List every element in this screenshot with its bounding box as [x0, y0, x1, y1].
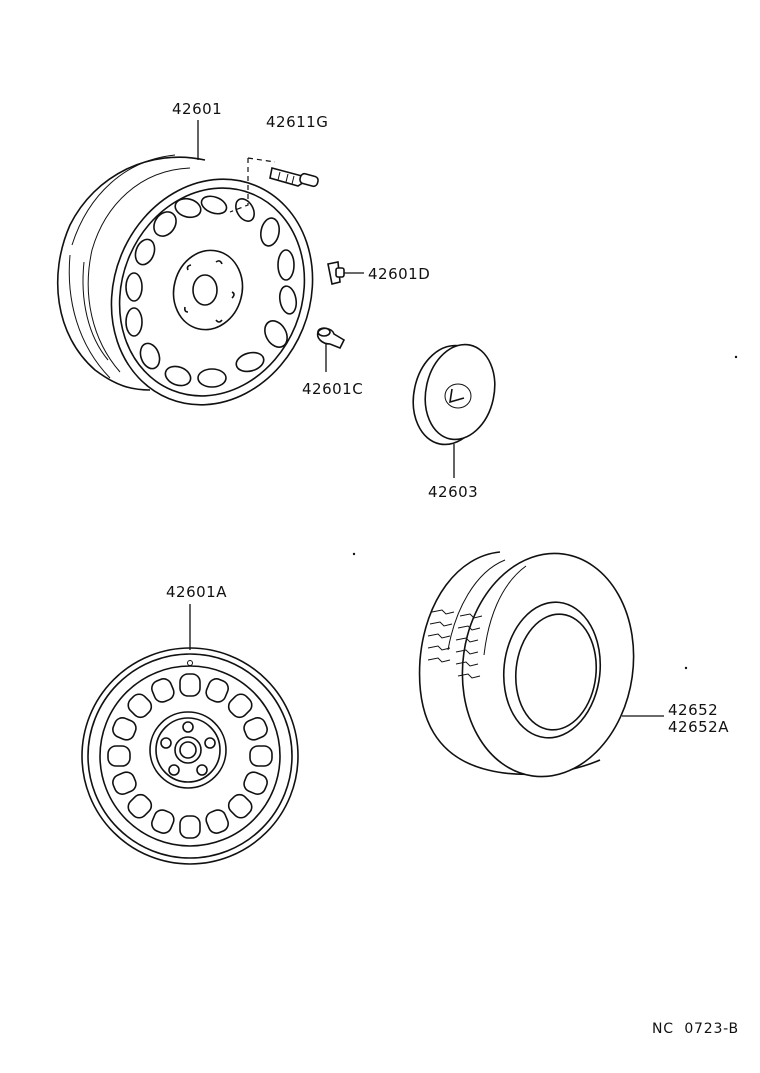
part-number-label: 42601D [368, 265, 430, 283]
part-number-label: 42611G [266, 113, 328, 131]
part-number-label: 42603 [428, 483, 478, 501]
steel-wheel-hub [149, 711, 227, 789]
alloy-wheel-rim-inner [118, 187, 306, 397]
alloy-wheel-center-bore [192, 274, 218, 306]
alloy-wheel-lug-holes [184, 260, 235, 323]
part-number-label: 42652A [668, 718, 729, 736]
balance-weight-clip-part [316, 327, 346, 372]
part-number-label: 42652 [668, 701, 718, 719]
alloy-wheel-hub [172, 249, 244, 331]
steel-wheel-lug-nuts [160, 721, 216, 776]
alloy-wheel-spoke-openings [125, 195, 298, 388]
valve-position-dashed-line [229, 157, 276, 213]
diagram-reference-code: NC 0723-B [652, 1021, 739, 1037]
alloy-wheel-tread-line [82, 261, 109, 361]
part-number-label: 42601C [302, 380, 363, 398]
alloy-wheel-tread-line [71, 154, 176, 246]
part-number-label: 42601 [172, 100, 222, 118]
valve-stem-part [269, 167, 319, 188]
steel-wheel-rim-outer [81, 647, 299, 865]
balance-weight-clip-icon [316, 327, 346, 350]
steel-wheel-vent-holes [107, 673, 273, 839]
spare-tire [418, 551, 664, 778]
alloy-wheel-tread-line [68, 254, 111, 379]
alloy-wheel-assembly [56, 154, 314, 406]
part-number-label: 42601A [166, 583, 227, 601]
spare-tire-tread-pattern [427, 609, 483, 679]
center-cap-face [424, 343, 496, 441]
alloy-wheel-tread-line [87, 167, 191, 373]
center-cap-part [412, 343, 496, 478]
steel-spare-wheel [81, 604, 299, 865]
alloy-wheel-tire-outline [56, 156, 206, 391]
spare-tire-sidewall [461, 552, 635, 778]
balance-weight-part [327, 261, 364, 285]
lexus-logo-icon [449, 388, 465, 404]
